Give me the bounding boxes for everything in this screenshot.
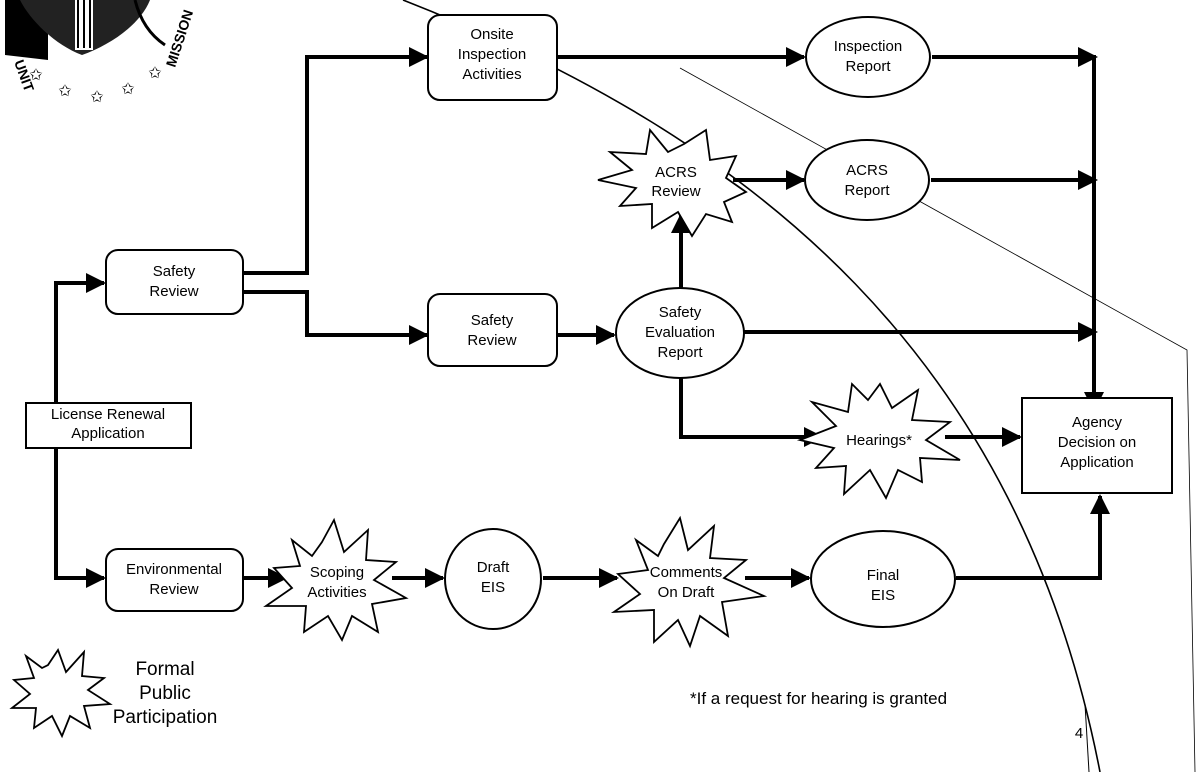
node-label: Hearings* <box>846 432 912 449</box>
node-label: Environmental <box>126 561 222 578</box>
node-label: Review <box>467 332 516 349</box>
svg-text:✩: ✩ <box>90 89 104 106</box>
legend: Formal Public Participation <box>9 648 218 739</box>
node-agency-decision: Agency Decision on Application <box>1021 397 1173 494</box>
eagle-icon <box>20 0 166 55</box>
node-license-renewal-application: License Renewal Application <box>25 402 192 449</box>
node-safety-review: Safety Review <box>427 293 558 367</box>
node-label: Comments <box>650 564 723 581</box>
node-onsite-inspection-activities: Onsite Inspection Activities <box>427 14 558 101</box>
node-final-eis: Final EIS <box>810 530 956 628</box>
node-comments-on-draft: Comments On Draft <box>610 515 768 649</box>
node-label: Safety <box>471 312 514 329</box>
node-inspection-report: Inspection Report <box>805 16 931 98</box>
svg-text:✩: ✩ <box>121 81 135 98</box>
legend-label: Public <box>139 683 191 704</box>
node-draft-eis: Draft EIS <box>444 528 542 630</box>
node-safety-review-initial: Safety Review <box>105 249 244 315</box>
node-acrs-report: ACRS Report <box>804 139 930 221</box>
node-label: Review <box>651 183 700 200</box>
flow-connectors <box>54 47 1110 588</box>
node-acrs-review: ACRS Review <box>597 127 748 238</box>
legend-label: Participation <box>113 707 218 728</box>
node-label: Activities <box>462 66 521 83</box>
node-label: Safety <box>153 263 196 280</box>
node-label: Safety <box>659 304 702 321</box>
page-boundary-curves <box>402 0 1196 772</box>
legend-starburst-icon <box>9 648 113 739</box>
node-label: Report <box>845 58 891 75</box>
node-hearings: Hearings* <box>796 382 961 501</box>
node-environmental-review: Environmental Review <box>105 548 244 612</box>
svg-text:✩: ✩ <box>58 83 72 100</box>
node-label: Report <box>657 344 703 361</box>
node-label: Agency <box>1072 414 1123 431</box>
node-label: Scoping <box>310 564 364 581</box>
node-label: License Renewal <box>51 406 165 423</box>
node-label: Onsite <box>470 26 513 43</box>
node-label: Review <box>149 581 198 598</box>
node-label: EIS <box>871 587 895 604</box>
node-label: Review <box>149 283 198 300</box>
legend-label: Formal <box>135 659 194 680</box>
node-label: Final <box>867 567 900 584</box>
node-scoping-activities: Scoping Activities <box>263 517 409 643</box>
seal-stars: ✩ ✩ ✩ ✩ ✩ <box>29 65 162 106</box>
node-label: Evaluation <box>645 324 715 341</box>
agency-seal: UNIT MISSION ✩ ✩ ✩ ✩ ✩ <box>5 0 196 106</box>
seal-text-right: MISSION <box>163 8 196 69</box>
node-label: Draft <box>477 559 510 576</box>
node-label: Activities <box>307 584 366 601</box>
svg-text:✩: ✩ <box>148 65 162 82</box>
node-label: Inspection <box>458 46 526 63</box>
node-label: EIS <box>481 579 505 596</box>
node-label: Inspection <box>834 38 902 55</box>
footnote: *If a request for hearing is granted <box>690 689 947 708</box>
node-safety-evaluation-report: Safety Evaluation Report <box>615 287 745 379</box>
node-label: Report <box>844 182 890 199</box>
node-label: Decision on <box>1058 434 1136 451</box>
node-label: On Draft <box>658 584 716 601</box>
node-label: ACRS <box>846 162 888 179</box>
page-number: 4 <box>1075 725 1083 742</box>
node-label: Application <box>71 425 144 442</box>
svg-text:✩: ✩ <box>29 67 43 84</box>
node-label: Application <box>1060 454 1133 471</box>
node-label: ACRS <box>655 164 697 181</box>
